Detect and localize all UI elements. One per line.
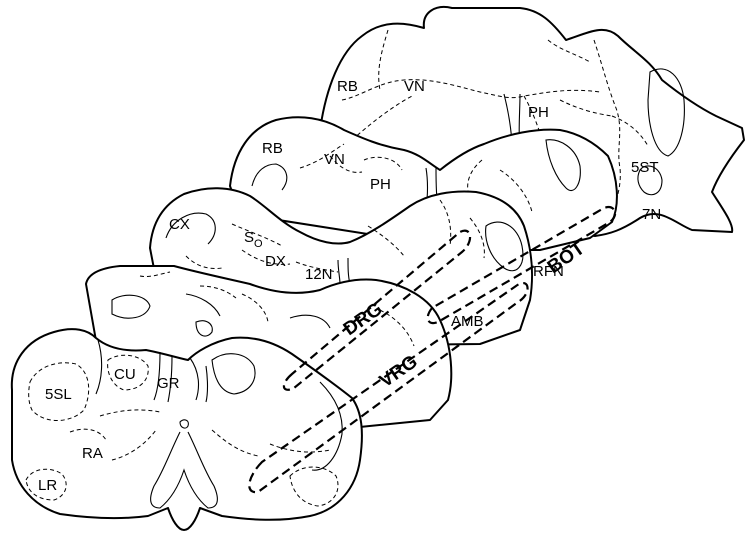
label-ph-rostral: PH bbox=[528, 104, 549, 121]
label-ph-medulla: PH bbox=[370, 176, 391, 193]
label-rb-medulla: RB bbox=[262, 140, 283, 157]
label-12n: 12N bbox=[305, 266, 333, 283]
label-cx: CX bbox=[169, 216, 190, 233]
label-7n: 7N bbox=[642, 206, 661, 223]
label-cu: CU bbox=[114, 366, 136, 383]
label-ra: RA bbox=[82, 445, 103, 462]
label-rb-rostral: RB bbox=[337, 78, 358, 95]
label-amb: AMB bbox=[451, 313, 484, 330]
label-lr: LR bbox=[38, 477, 57, 494]
label-so-main: S bbox=[244, 229, 254, 246]
label-vn-rostral: VN bbox=[404, 78, 425, 95]
label-dx: DX bbox=[265, 253, 286, 270]
label-vn-medulla: VN bbox=[324, 151, 345, 168]
label-so-subscript: O bbox=[254, 238, 263, 250]
label-5st: 5ST bbox=[631, 159, 659, 176]
label-gr: GR bbox=[157, 375, 180, 392]
label-5sl: 5SL bbox=[45, 386, 72, 403]
